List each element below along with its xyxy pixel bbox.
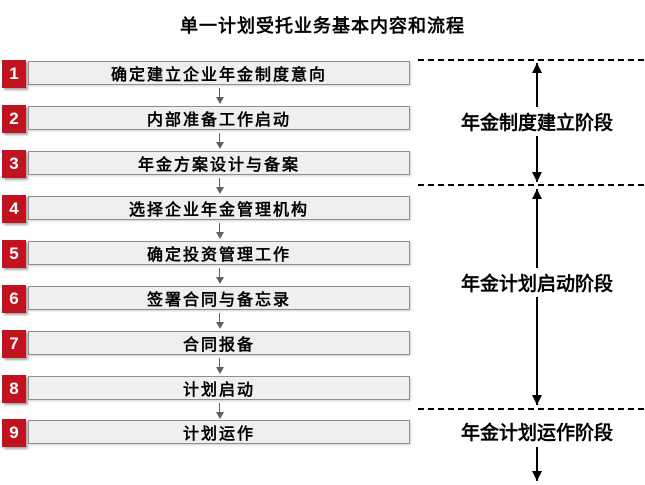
flow-down-arrow-icon	[215, 88, 224, 104]
flow-down-arrow-icon	[215, 403, 224, 419]
step-row: 7 合同报备	[0, 330, 645, 375]
step-bar: 年金方案设计与备案	[28, 151, 410, 175]
step-label: 确定建立企业年金制度意向	[110, 67, 327, 84]
page-title: 单一计划受托业务基本内容和流程	[180, 16, 465, 36]
step-label: 确定投资管理工作	[146, 247, 291, 264]
step-bar: 合同报备	[28, 331, 410, 355]
flow-down-arrow-icon	[215, 358, 224, 374]
step-bar: 内部准备工作启动	[28, 106, 410, 130]
step-label: 计划启动	[182, 382, 255, 399]
step-label: 计划运作	[182, 426, 255, 443]
step-bar: 选择企业年金管理机构	[28, 196, 410, 220]
flow-down-arrow-icon	[215, 313, 224, 329]
step-bar: 确定建立企业年金制度意向	[28, 61, 410, 85]
step-row: 9 计划运作	[0, 419, 645, 464]
step-bar: 计划启动	[28, 376, 410, 400]
flow-down-arrow-icon	[215, 223, 224, 239]
step-row: 2 内部准备工作启动	[0, 105, 645, 150]
phase-label: 年金计划启动阶段	[455, 268, 619, 297]
step-row: 8 计划启动	[0, 375, 645, 420]
flow-down-arrow-icon	[215, 133, 224, 149]
step-number: 6	[2, 285, 26, 313]
phase-label: 年金计划运作阶段	[455, 417, 619, 446]
flow-down-arrow-icon	[215, 178, 224, 194]
step-number: 9	[2, 419, 26, 447]
phase-divider-line	[418, 184, 645, 186]
flow-down-arrow-icon	[215, 268, 224, 284]
phase-label: 年金制度建立阶段	[455, 107, 619, 136]
phase-range-arrow-icon	[532, 189, 542, 405]
step-label: 选择企业年金管理机构	[128, 202, 309, 219]
phase-divider-line	[418, 59, 645, 61]
step-row: 3 年金方案设计与备案	[0, 150, 645, 195]
phase-continue-arrow-icon	[532, 447, 542, 481]
step-number: 5	[2, 240, 26, 268]
step-number: 3	[2, 150, 26, 178]
step-bar: 签署合同与备忘录	[28, 286, 410, 310]
step-number: 4	[2, 195, 26, 223]
phase-divider-line	[418, 408, 645, 410]
step-row: 6 签署合同与备忘录	[0, 285, 645, 330]
step-bar: 计划运作	[28, 420, 410, 444]
step-number: 7	[2, 330, 26, 358]
step-row: 1 确定建立企业年金制度意向	[0, 60, 645, 105]
step-number: 1	[2, 60, 26, 88]
step-label: 内部准备工作启动	[146, 112, 291, 129]
step-label: 合同报备	[182, 337, 255, 354]
step-label: 年金方案设计与备案	[137, 157, 300, 174]
step-row: 4 选择企业年金管理机构	[0, 195, 645, 240]
step-number: 2	[2, 105, 26, 133]
step-row: 5 确定投资管理工作	[0, 240, 645, 285]
step-number: 8	[2, 375, 26, 403]
step-label: 签署合同与备忘录	[146, 292, 291, 309]
step-bar: 确定投资管理工作	[28, 241, 410, 265]
